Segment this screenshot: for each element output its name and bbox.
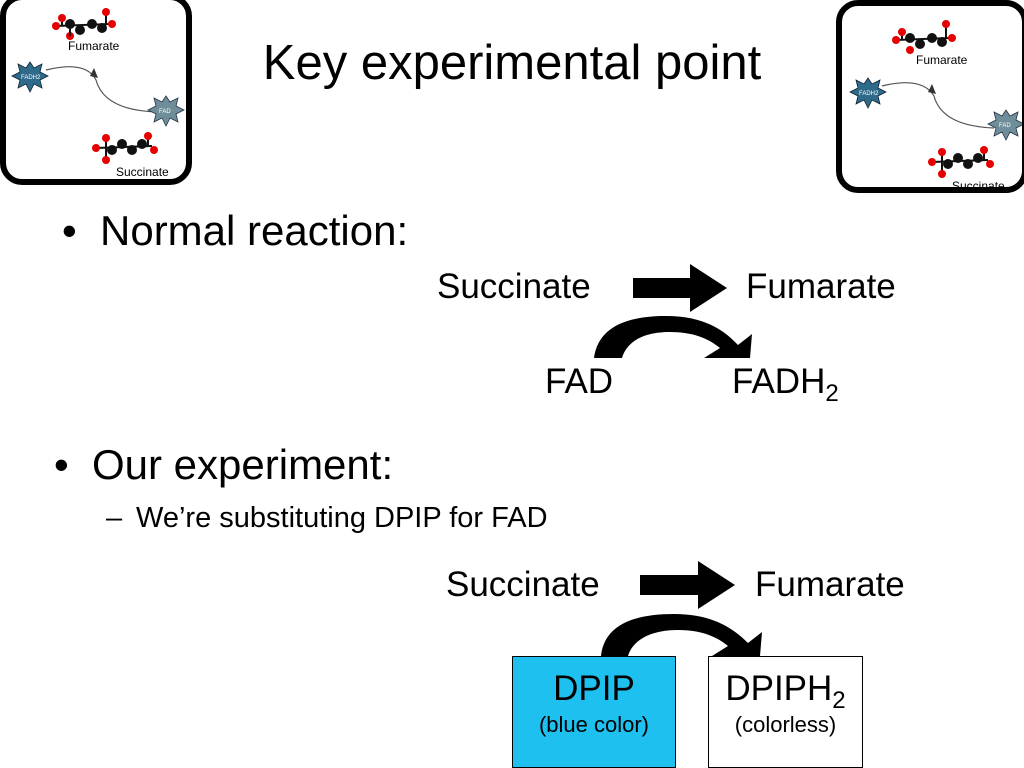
bullet-dot: • xyxy=(62,207,77,254)
thumbnail-fad-label: FAD xyxy=(999,123,1011,129)
fadh2-star-icon xyxy=(849,77,887,109)
sub-bullet-dash: – xyxy=(106,502,123,534)
slide-title: Key experimental point xyxy=(262,36,762,90)
dpiph2-box: DPIPH2 (colorless) xyxy=(708,656,863,768)
dpip-label: DPIP xyxy=(553,669,635,708)
fad-star-icon xyxy=(147,95,185,127)
cofactor-out-text: FADH xyxy=(732,362,826,401)
dpiph2-note: (colorless) xyxy=(734,712,837,737)
experiment-reactant-label: Succinate xyxy=(446,565,600,604)
sub-bullet-substitution: –We’re substituting DPIP for FAD xyxy=(106,501,548,535)
curved-arrow-icon xyxy=(881,82,995,129)
thumbnail-succinate-label: Succinate xyxy=(952,179,1005,193)
fumarate-molecule-icon xyxy=(52,8,116,40)
reaction-thumbnail-left: Fumarate FADH2 FAD Succinate xyxy=(0,0,192,185)
bullet-text: Normal reaction: xyxy=(100,207,409,254)
sub-bullet-text: We’re substituting DPIP for FAD xyxy=(136,502,548,534)
curved-arrow-icon xyxy=(45,66,157,113)
thumbnail-fad-label: FAD xyxy=(159,109,171,115)
cofactor-out-subscript: 2 xyxy=(825,380,839,407)
curved-cofactor-arrow-icon xyxy=(601,614,762,656)
normal-product-label: Fumarate xyxy=(746,267,896,306)
fumarate-molecule-icon xyxy=(892,20,956,54)
bullet-our-experiment: • Our experiment: xyxy=(54,441,393,489)
bullet-normal-reaction: • Normal reaction: xyxy=(62,207,408,255)
thumbnail-succinate-label: Succinate xyxy=(116,165,169,179)
thumbnail-diagram: Fumarate FADH2 FAD Succinate xyxy=(11,8,185,179)
thumbnail-fadh2-label: FADH2 xyxy=(859,91,879,97)
curved-cofactor-arrow-icon xyxy=(594,316,752,358)
dpip-note: (blue color) xyxy=(538,712,650,737)
dpiph2-subscript: 2 xyxy=(832,687,846,714)
bullet-text: Our experiment: xyxy=(92,441,394,488)
succinate-molecule-icon xyxy=(928,146,994,178)
thumbnail-fumarate-label: Fumarate xyxy=(916,53,968,67)
fadh2-star-icon xyxy=(11,61,49,93)
dpiph2-text: DPIPH xyxy=(725,669,833,708)
thumbnail-fumarate-label: Fumarate xyxy=(68,39,120,53)
dpiph2-label: DPIPH2 xyxy=(709,669,862,713)
fad-star-icon xyxy=(987,109,1022,141)
thumbnail-fadh2-label: FADH2 xyxy=(21,75,41,81)
normal-cofactor-in-label: FAD xyxy=(545,362,614,401)
experiment-product-label: Fumarate xyxy=(755,565,905,604)
bullet-dot: • xyxy=(54,441,69,488)
normal-cofactor-out-label: FADH2 xyxy=(732,362,839,406)
dpip-box: DPIP (blue color) xyxy=(512,656,676,768)
succinate-molecule-icon xyxy=(92,132,158,164)
reaction-thumbnail-right: Fumarate FADH2 FAD Succinate xyxy=(836,0,1024,193)
normal-reactant-label: Succinate xyxy=(437,267,591,306)
thumbnail-diagram: Fumarate FADH2 FAD Succinate xyxy=(849,20,1022,193)
reaction-arrow-icon xyxy=(640,561,735,609)
reaction-arrow-icon xyxy=(633,264,727,312)
